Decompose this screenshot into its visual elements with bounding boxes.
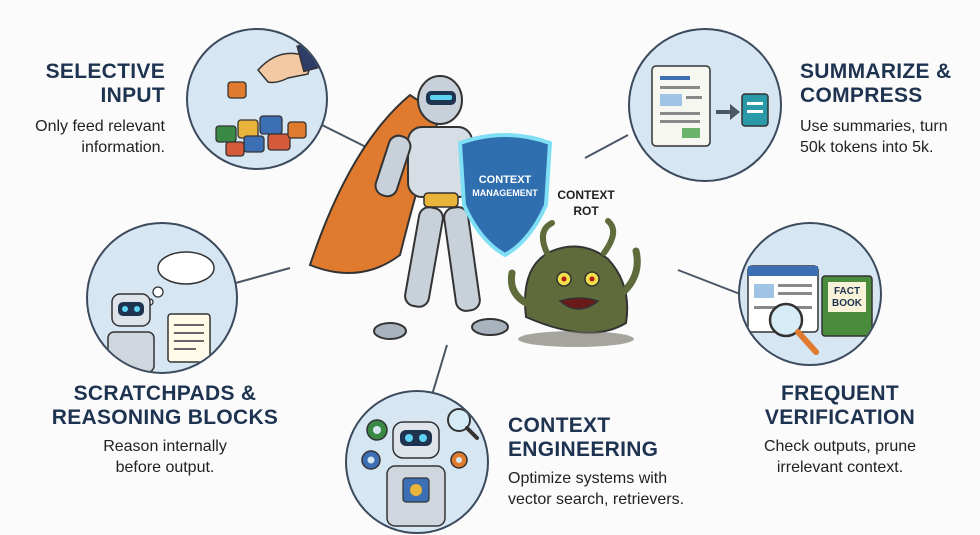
robot-icon [386,421,446,527]
verification-desc-line2: irrelevant context. [776,459,904,476]
summarize-desc-line1: Use summaries, turn [800,118,948,135]
robot-head-icon [107,293,155,372]
engineering-circle [345,390,489,534]
shield-icon: CONTEXT MANAGEMENT [457,133,553,258]
document-scroll-icon [651,65,711,147]
hero-illustration: CONTEXT MANAGEMENT CONTEXT ROT [308,75,641,347]
engineering-desc-line2: vector search, retrievers. [508,491,685,508]
monster-icon: CONTEXT ROT [507,188,641,347]
engineering-title-line1: CONTEXT [508,414,611,437]
summarize-title-line2: COMPRESS [800,84,923,107]
monster-label-line2: ROT [573,204,599,218]
notepad-icon [167,313,211,363]
scratchpads-desc-line2: before output. [115,459,215,476]
fact-book-line1: FACT [834,286,860,297]
compressed-scroll-icon [741,93,769,127]
fact-book-icon: FACT BOOK [821,275,873,337]
summarize-title-line1: SUMMARIZE & [800,60,952,83]
scratchpads-circle [86,222,238,374]
gear-icon [361,419,468,470]
scratchpads-desc-line1: Reason internally [103,438,227,455]
summarize-circle [628,28,782,182]
shield-label-line2: MANAGEMENT [472,188,538,198]
monster-label-line1: CONTEXT [557,188,615,202]
shield-label-line1: CONTEXT [479,174,532,186]
magnifier-icon [768,302,819,355]
fact-book-line2: BOOK [832,298,863,309]
puzzle-hand-illustration [215,37,326,157]
browser-factbook-illustration: FACT BOOK [747,265,873,355]
thought-bubble-icon [146,251,215,306]
scratchpads-title-line1: SCRATCHPADS & [73,382,257,405]
scroll-compress-illustration [651,65,769,147]
connector-summarize [584,134,629,159]
puzzle-pieces-icon [215,81,307,157]
selective-input-title-line1: SELECTIVE [45,60,165,83]
hand-icon [257,37,326,84]
verification-title-line2: VERIFICATION [764,406,916,429]
engineering-title-line2: ENGINEERING [508,438,659,461]
magnifier-icon [447,408,479,440]
arrow-right-icon [716,104,740,120]
connector-engineering [431,344,448,396]
connector-verification [677,269,741,295]
connector-scratchpads [231,267,291,285]
selective-input-desc-line1: Only feed relevant [35,118,165,135]
selective-input-circle [186,28,328,170]
selective-input-title-line2: INPUT [100,84,165,107]
connector-selective [321,124,369,149]
verification-title-line1: FREQUENT [781,382,899,405]
verification-circle: FACT BOOK [738,222,882,366]
verification-desc-line1: Check outputs, prune [763,438,917,455]
selective-input-desc-line2: information. [81,139,165,156]
engineering-desc-line1: Optimize systems with [508,470,668,487]
scratchpads-title-line2: REASONING BLOCKS [51,406,279,429]
robot-gears-illustration [361,408,479,527]
summarize-desc-line2: 50k tokens into 5k. [800,139,934,156]
robot-notepad-illustration [107,251,215,372]
